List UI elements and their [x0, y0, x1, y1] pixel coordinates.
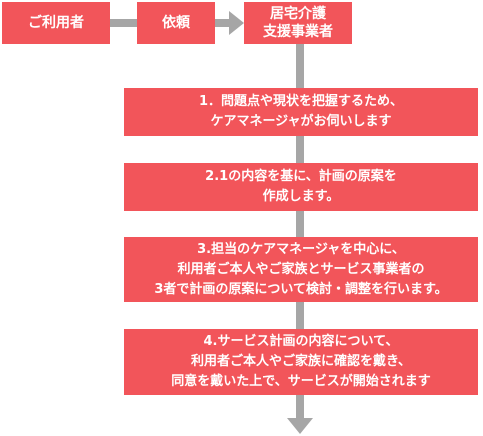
vertical-spine — [296, 44, 304, 419]
request-box: 依頼 — [137, 2, 215, 44]
arrow-head-right-icon — [229, 11, 244, 35]
step-4-box: 4.サービス計画の内容について、 利用者ご本人やご家族に確認を戴き、 同意を戴い… — [124, 329, 478, 395]
care-manager-office-box: 居宅介護 支援事業者 — [244, 2, 352, 44]
arrow-head-down-icon — [287, 418, 313, 434]
step-2-box: 2.1の内容を基に、計画の原案を 作成します。 — [124, 163, 478, 211]
step-1-box: 1．問題点や現状を把握するため、 ケアマネージャがお伺いします — [124, 88, 478, 136]
connector-request-care — [215, 19, 229, 27]
user-box: ご利用者 — [2, 2, 110, 44]
connector-user-request — [110, 19, 137, 27]
step-3-box: 3.担当のケアマネージャを中心に、 利用者ご本人やご家族とサービス事業者の 3者… — [124, 237, 478, 302]
